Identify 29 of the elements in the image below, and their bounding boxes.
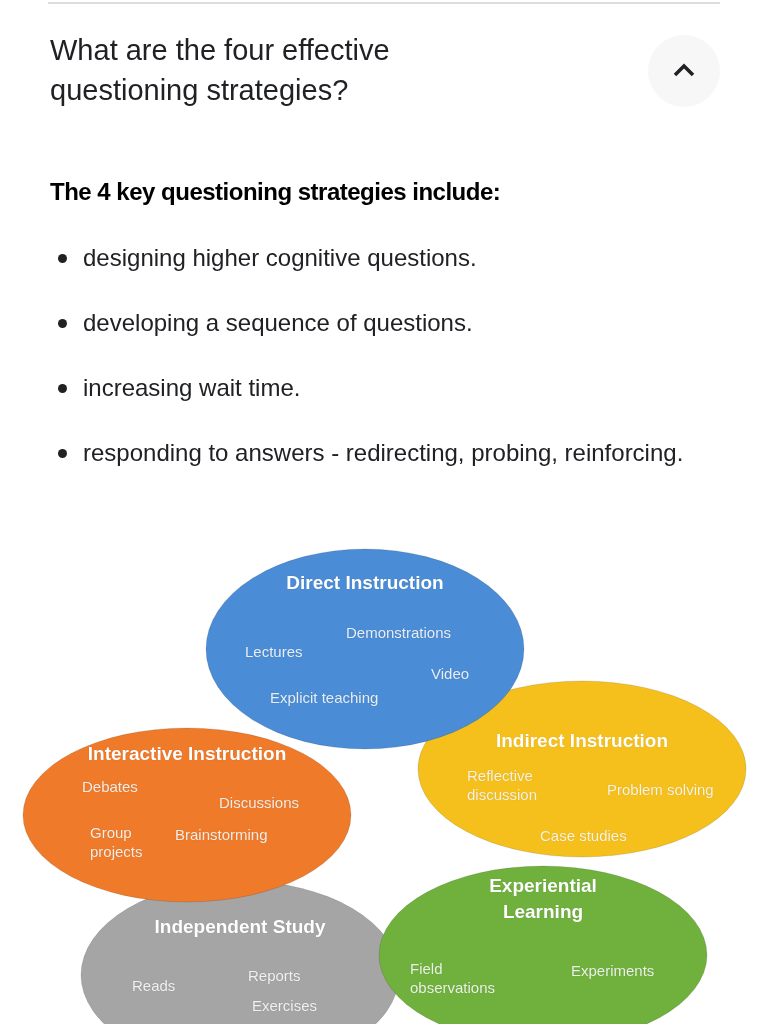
item-text: Video xyxy=(431,664,470,683)
bullet-text: increasing wait time. xyxy=(83,374,301,401)
category-ellipse xyxy=(417,680,747,858)
item-text: Discussions xyxy=(219,793,300,812)
item-text: Problem solving xyxy=(607,780,714,799)
question-heading: What are the four effective questioning strategies? xyxy=(50,33,391,108)
item-text: Reads xyxy=(132,976,176,995)
ellipse-heading: Direct Instruction xyxy=(285,571,445,595)
bullet-text: responding to answers - redirecting, probing, reinforcing. xyxy=(83,439,684,466)
item-text: Reports xyxy=(248,966,301,985)
item-text: Field observations xyxy=(410,959,497,997)
answer-subheading: The 4 key questioning strategies include: xyxy=(50,178,501,206)
item-text: Lectures xyxy=(245,642,303,661)
ellipse-heading: Indirect Instruction xyxy=(494,729,670,753)
ellipse-heading: Interactive Instruction xyxy=(86,742,288,766)
item-text: Exercises xyxy=(252,996,318,1015)
ellipse-heading: Independent Study xyxy=(153,915,327,939)
bullet-text: designing higher cognitive questions. xyxy=(83,244,477,271)
item-text: Group projects xyxy=(90,823,144,861)
item-text: Demonstrations xyxy=(346,623,452,642)
category-ellipse xyxy=(22,727,352,903)
item-text: Case studies xyxy=(540,826,627,845)
item-text: Experiments xyxy=(571,961,655,980)
item-text: Debates xyxy=(82,777,138,796)
item-text: Explicit teaching xyxy=(270,688,379,707)
item-text: Brainstorming xyxy=(175,825,268,844)
item-text: Reflective discussion xyxy=(467,766,539,804)
bullet-text: developing a sequence of questions. xyxy=(83,309,473,336)
ellipse-heading: Experiential Learning xyxy=(488,874,598,924)
